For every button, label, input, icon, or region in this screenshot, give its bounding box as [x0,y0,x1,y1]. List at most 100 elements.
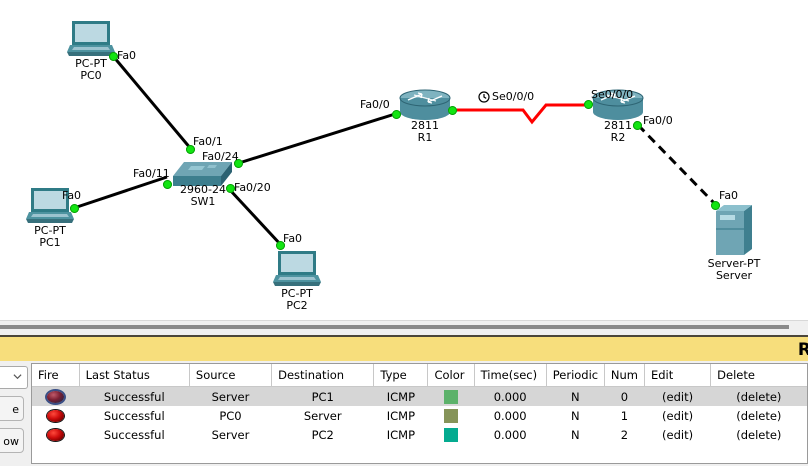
port-dot-r1-se000[interactable] [448,106,457,115]
fire-bullet-icon[interactable] [47,429,65,441]
delete-link[interactable]: (delete) [710,386,807,406]
table-row[interactable]: Successful Server PC2 ICMP 0.000 N 2 (ed… [32,425,807,444]
port-dot-sw1-fa011[interactable] [163,180,172,189]
panel-splitter[interactable] [0,320,808,336]
pdu-table: Fire Last Status Source Destination Type… [32,364,807,444]
link-pc2-sw1[interactable] [228,188,283,247]
delete-link[interactable]: (delete) [736,408,782,423]
device-r2-type: 2811 [604,119,632,132]
port-dot-r1-fa00[interactable] [392,110,401,119]
color-swatch [444,427,459,442]
cell-type: ICMP [373,386,428,406]
realtime-label: R [798,340,808,360]
splitter-grip[interactable] [0,325,789,329]
device-pc1-type: PC-PT [34,224,66,237]
server-icon [716,205,752,255]
port-label-pc2-fa0: Fa0 [283,232,303,245]
fire-cell[interactable] [32,406,79,425]
column-header-edit[interactable]: Edit [644,364,712,387]
device-r1-name: R1 [417,131,433,144]
pdu-left-button-2[interactable]: ow [0,428,24,453]
pdu-table-header-row: Fire Last Status Source Destination Type… [32,364,807,387]
link-pc0-sw1[interactable] [111,55,193,150]
topology-canvas[interactable]: PC-PT PC0 Fa0 PC-PT PC1 Fa0 [0,0,808,320]
fire-cell[interactable] [32,386,80,406]
edit-link[interactable]: (edit) [662,427,694,442]
switch-icon [173,162,232,186]
column-header-fire[interactable]: Fire [32,364,80,387]
pc-icon [26,188,74,223]
column-header-num[interactable]: Num [604,364,645,387]
pdu-left-button-1[interactable]: e [0,396,24,421]
device-pc0-type: PC-PT [75,57,107,70]
pdu-left-controls: e ow [0,361,30,466]
device-server-name: Server [715,269,753,282]
edit-link[interactable]: (edit) [644,386,711,406]
clock-icon [478,91,490,103]
fire-bullet-icon[interactable] [47,410,65,422]
device-pc1-name: PC1 [39,236,61,249]
pc-icon [67,21,115,56]
color-swatch [444,408,459,423]
cell-time: 0.000 [493,408,527,423]
cell-type: ICMP [386,427,416,442]
pdu-panel: e ow Fire Last Status Source Destination… [0,361,808,466]
link-r1-r2[interactable] [452,103,588,125]
cell-num: 1 [620,408,629,423]
port-dot-pc1-fa0[interactable] [70,204,79,213]
cell-color [427,386,475,406]
port-label-pc1-fa0: Fa0 [62,189,82,202]
port-label-pc0-fa0: Fa0 [117,49,137,62]
device-pc2-type: PC-PT [281,287,313,300]
link-sw1-r1[interactable] [238,112,396,165]
table-row[interactable]: Successful Server PC1 ICMP 0.000 N 0 (ed… [32,386,807,406]
port-label-r2-fa00: Fa0/0 [643,114,673,127]
port-label-sw1-fa024: Fa0/24 [202,150,239,163]
port-dot-r2-se000[interactable] [584,100,593,109]
device-sw1-type: 2960-24 [180,183,226,196]
port-dot-pc0-fa0[interactable] [109,52,118,61]
edit-link[interactable]: (edit) [662,408,694,423]
port-label-r1-fa00: Fa0/0 [360,98,390,111]
device-server-type: Server-PT [707,257,761,270]
port-label-sw1-fa020: Fa0/20 [234,181,271,194]
cell-num: 2 [620,427,629,442]
port-dot-server-fa0[interactable] [711,201,720,210]
port-dot-r2-fa00[interactable] [633,121,642,130]
port-dot-pc2-fa0[interactable] [276,241,285,250]
link-pc1-sw1[interactable] [73,175,168,210]
cell-source: Server [211,427,250,442]
column-header-time[interactable]: Time(sec) [474,364,547,387]
router-icon [399,89,451,120]
column-header-color[interactable]: Color [427,364,475,387]
port-dot-sw1-fa01[interactable] [186,145,195,154]
fire-bullet-icon[interactable] [47,391,65,403]
link-r2-server[interactable] [636,123,718,207]
port-label-sw1-fa01: Fa0/1 [193,135,223,148]
port-dot-sw1-fa020[interactable] [226,184,235,193]
delete-link[interactable]: (delete) [736,427,782,442]
port-label-r2-se000: Se0/0/0 [591,88,634,101]
device-pc0-name: PC0 [80,69,102,82]
pdu-list-grid[interactable]: Fire Last Status Source Destination Type… [31,363,808,464]
column-header-source[interactable]: Source [189,364,273,387]
device-sw1-name: SW1 [190,195,216,208]
cell-last-status: Successful [79,386,190,406]
column-header-delete[interactable]: Delete [710,364,807,387]
color-swatch [444,389,459,404]
port-dot-sw1-fa024[interactable] [234,159,243,168]
cell-type: ICMP [386,408,416,423]
cell-last-status: Successful [103,408,165,423]
fire-cell[interactable] [32,425,79,444]
router-icon [592,89,644,120]
column-header-destination[interactable]: Destination [271,364,375,387]
column-header-type[interactable]: Type [373,364,429,387]
column-header-periodic[interactable]: Periodic [546,364,605,387]
cell-last-status: Successful [103,427,165,442]
column-header-last-status[interactable]: Last Status [79,364,190,387]
cell-destination: PC1 [271,386,374,406]
table-row[interactable]: Successful PC0 Server ICMP 0.000 N 1 (ed… [32,406,807,425]
cell-color [428,406,474,425]
scenario-dropdown[interactable] [0,366,28,389]
